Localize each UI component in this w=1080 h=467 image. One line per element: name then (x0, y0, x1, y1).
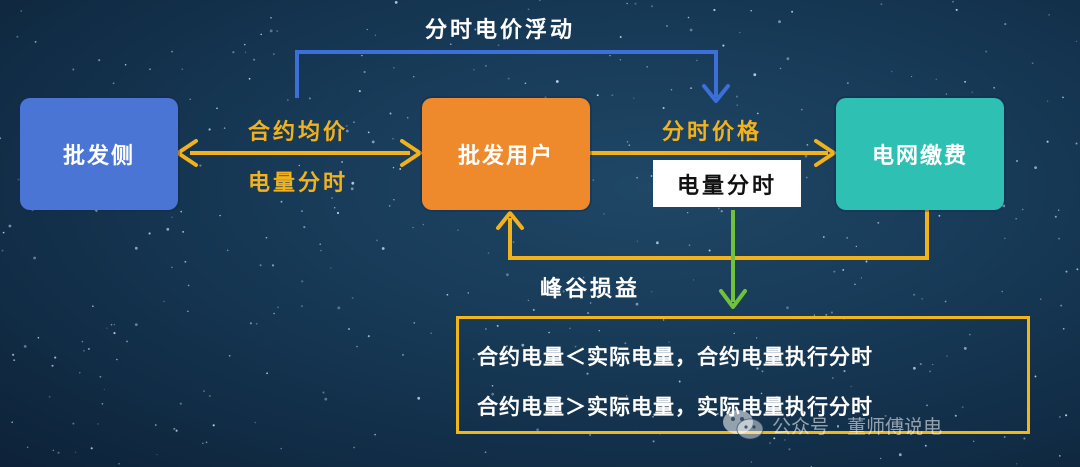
rules-note-box: 合约电量＜实际电量，合约电量执行分时 合约电量＞实际电量，实际电量执行分时 (456, 316, 1030, 434)
wholesale-side-label: 批发侧 (62, 143, 135, 169)
wechat-icon (723, 410, 764, 440)
tou-float-arrow (295, 50, 730, 103)
tou-float-label: 分时电价浮动 (425, 17, 576, 43)
wholesale-user-node: 批发用户 (422, 98, 590, 210)
watermark: 公众号 · 董师傅说电 (720, 405, 942, 445)
grid-payment-label: 电网缴费 (871, 143, 968, 169)
contract-avg-price-label: 合约均价 (248, 119, 349, 145)
wholesale-side-node: 批发侧 (20, 98, 178, 210)
rule-line-2: 合约电量＞实际电量，实际电量执行分时 (477, 394, 873, 419)
peak-valley-arrow (496, 210, 929, 260)
energy-tou-label: 电量分时 (248, 170, 349, 196)
rule-line-1: 合约电量＜实际电量，合约电量执行分时 (477, 344, 873, 369)
contract-double-arrow (176, 139, 422, 167)
tou-price-arrow (590, 139, 836, 167)
watermark-text: 公众号 · 董师傅说电 (772, 415, 943, 438)
grid-payment-node: 电网缴费 (836, 98, 1004, 210)
peak-valley-label: 峰谷损益 (540, 276, 641, 302)
tou-price-label: 分时价格 (662, 119, 763, 145)
energy-tou-box-label: 电量分时 (676, 172, 777, 199)
green-down-arrow (719, 210, 747, 309)
wholesale-user-label: 批发用户 (457, 143, 554, 169)
energy-tou-box: 电量分时 (653, 160, 801, 207)
